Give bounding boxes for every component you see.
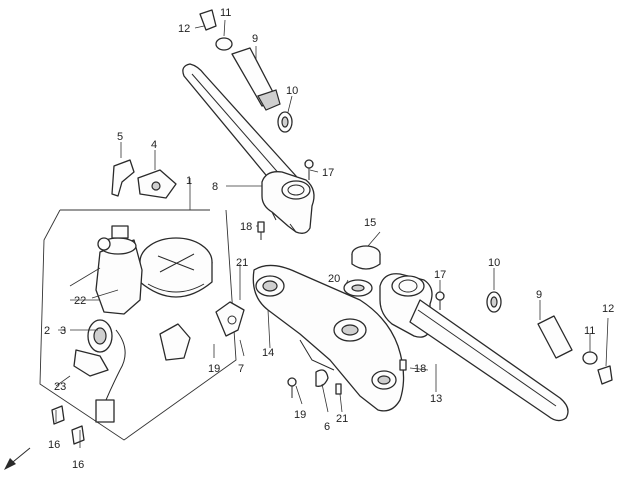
grommet-15 — [351, 245, 381, 270]
callout-5: 5 — [117, 131, 123, 143]
bolt-17-top — [304, 159, 314, 180]
leader-lines — [55, 19, 609, 448]
bolt-18-left — [257, 221, 265, 240]
callout-19-mid: 19 — [294, 409, 306, 421]
callout-9-top: 9 — [252, 33, 258, 45]
clip-7 — [215, 301, 245, 337]
bolt-18-right — [399, 359, 407, 371]
callout-21-top: 21 — [236, 257, 248, 269]
callout-20: 20 — [328, 273, 340, 285]
callout-12-right: 12 — [602, 303, 614, 315]
right-handlebar — [409, 299, 569, 422]
callout-18-right: 18 — [414, 363, 426, 375]
left-handlebar-clamp — [261, 171, 315, 234]
callout-23: 23 — [54, 381, 66, 393]
ignition-cover-cap — [139, 237, 213, 298]
callout-1: 1 — [186, 175, 192, 187]
top-bridge — [252, 264, 405, 412]
bar-end-weight-right — [486, 291, 613, 385]
bolts-lower-center — [287, 369, 342, 398]
callout-17-mid: 17 — [434, 269, 446, 281]
callout-8: 8 — [212, 181, 218, 193]
callout-11-right: 11 — [584, 325, 595, 337]
ignition-key — [111, 159, 135, 197]
callout-12-top: 12 — [178, 23, 190, 35]
front-direction-arrow-icon — [4, 447, 31, 470]
ignition-group-frame — [39, 209, 237, 441]
callouts: 12 11 9 10 17 8 18 5 4 1 22 2 3 23 16 16… — [44, 7, 614, 471]
callout-7: 7 — [238, 363, 244, 375]
ignition-switch-body — [95, 225, 143, 315]
callout-9-right: 9 — [536, 289, 542, 301]
callout-17-top: 17 — [322, 167, 334, 179]
callout-19-left: 19 — [208, 363, 220, 375]
callout-4: 4 — [151, 139, 157, 151]
callout-14: 14 — [262, 347, 274, 359]
callout-16-b: 16 — [72, 459, 84, 471]
ignition-lower-parts — [51, 319, 191, 445]
callout-10-top: 10 — [286, 85, 298, 97]
bar-end-weight-top — [199, 9, 293, 133]
bolt-17-right — [435, 291, 445, 310]
callout-13: 13 — [430, 393, 442, 405]
callout-18-left: 18 — [240, 221, 252, 233]
callout-15: 15 — [364, 217, 376, 229]
callout-21-bottom: 21 — [336, 413, 348, 425]
key-plate — [137, 169, 177, 199]
callout-16-a: 16 — [48, 439, 60, 451]
callout-2: 2 — [44, 325, 50, 337]
callout-10-right: 10 — [488, 257, 500, 269]
washer-20 — [343, 279, 373, 297]
callout-3: 3 — [60, 325, 66, 337]
callout-22: 22 — [74, 295, 86, 307]
callout-11-top: 11 — [220, 7, 231, 19]
callout-6: 6 — [324, 421, 330, 433]
